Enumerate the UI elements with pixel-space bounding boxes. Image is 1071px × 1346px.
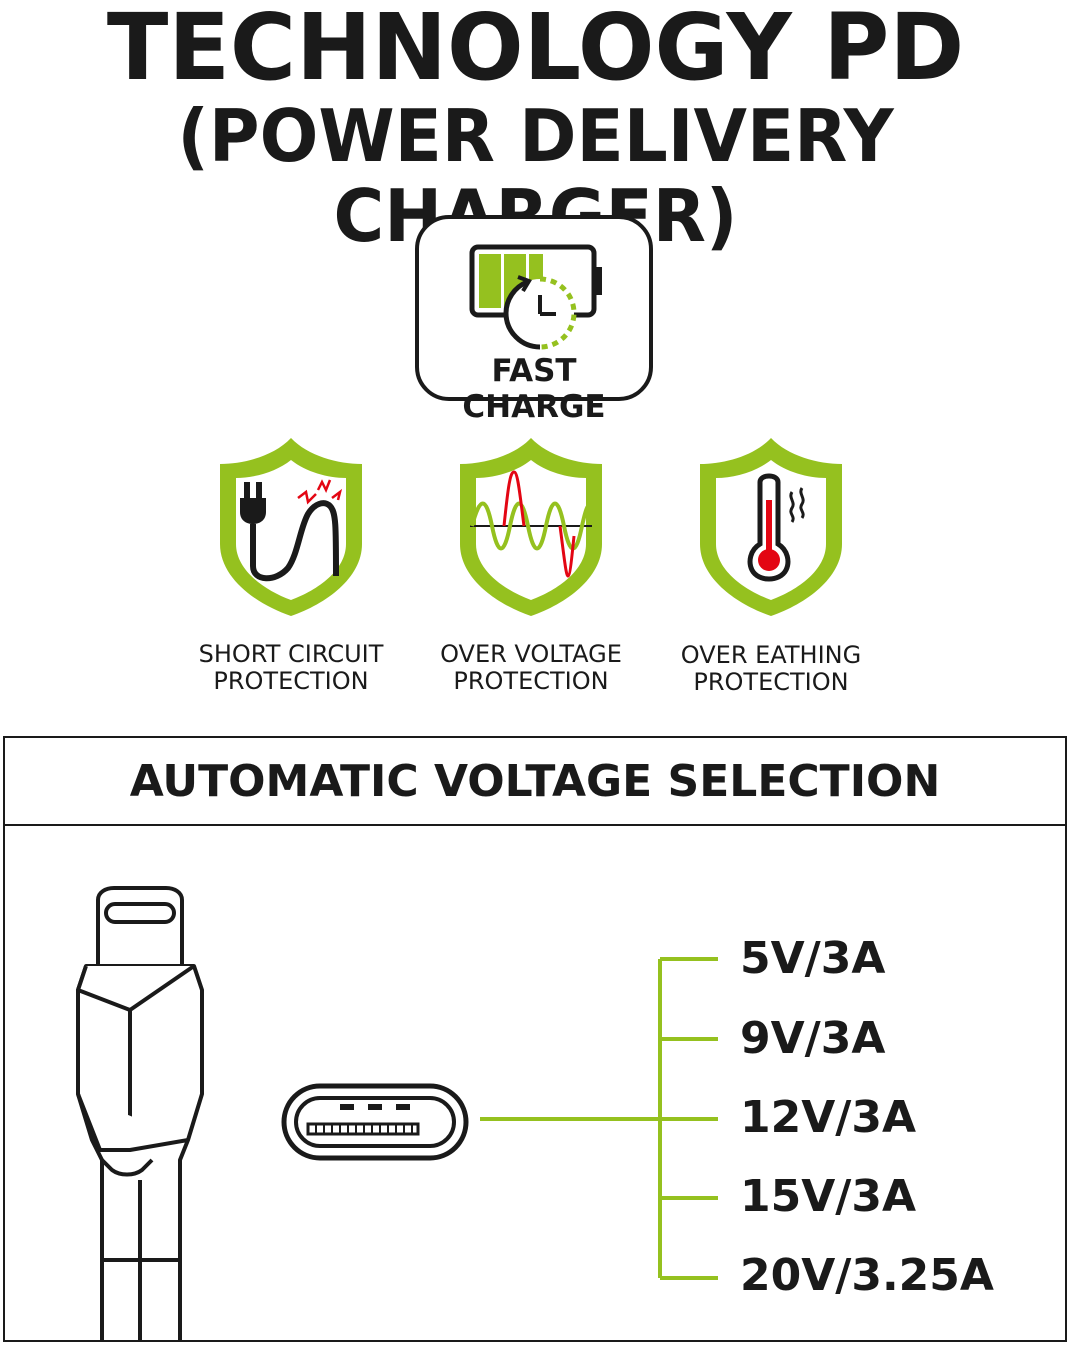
over-voltage-label: OVER VOLTAGE PROTECTION <box>411 641 651 695</box>
battery-clock-icon <box>469 244 602 350</box>
fast-charge-badge: FAST CHARGE <box>415 215 653 425</box>
voltage-option-20v: 20V/3.25A <box>740 1250 994 1301</box>
over-heating-label-line1: OVER EATHING <box>680 641 862 669</box>
short-circuit-label-line1: SHORT CIRCUIT <box>198 640 384 668</box>
short-circuit-label-line2: PROTECTION <box>213 667 369 695</box>
over-heating-label: OVER EATHING PROTECTION <box>651 642 891 696</box>
voltage-selection-title: AUTOMATIC VOLTAGE SELECTION <box>5 738 1065 826</box>
short-circuit-shield <box>216 436 366 618</box>
voltage-option-12v: 12V/3A <box>740 1092 917 1143</box>
over-voltage-shield <box>456 436 606 618</box>
usb-c-port-icon <box>281 1083 469 1161</box>
over-heating-label-line2: PROTECTION <box>693 668 849 696</box>
thermometer-shield-icon <box>700 438 842 616</box>
fast-charge-label: FAST CHARGE <box>462 353 606 425</box>
voltage-option-15v: 15V/3A <box>740 1171 917 1222</box>
short-circuit-label: SHORT CIRCUIT PROTECTION <box>171 641 411 695</box>
over-heating-shield <box>696 436 846 618</box>
over-voltage-label-line2: PROTECTION <box>453 667 609 695</box>
page-title: TECHNOLOGY PD <box>106 0 965 101</box>
over-voltage-label-line1: OVER VOLTAGE <box>440 640 622 668</box>
sine-wave-shield-icon <box>460 438 602 616</box>
voltage-option-9v: 9V/3A <box>740 1013 886 1064</box>
voltage-selection-panel: AUTOMATIC VOLTAGE SELECTION <box>3 736 1067 1342</box>
plug-spark-shield-icon <box>220 438 362 616</box>
voltage-option-5v: 5V/3A <box>740 933 886 984</box>
